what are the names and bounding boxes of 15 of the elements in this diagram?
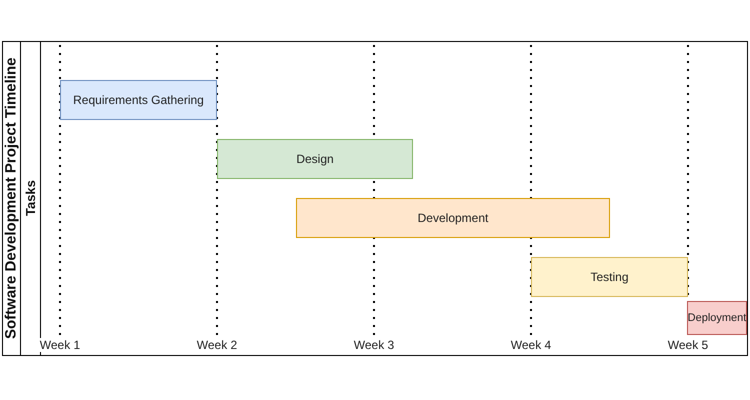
- week-label: Week 3: [354, 338, 394, 352]
- task-name: Development: [418, 211, 488, 225]
- week-label: Week 2: [196, 338, 238, 352]
- task-name: Requirements Gathering: [73, 93, 204, 107]
- task-bar: [296, 198, 610, 238]
- task-name: Design: [296, 152, 334, 166]
- week-label: Week 5: [668, 338, 708, 352]
- chart-title: Software Development Project Timeline: [2, 58, 20, 340]
- task-bar: [531, 257, 688, 297]
- task-bar: [60, 80, 217, 120]
- task-bar: [217, 139, 413, 179]
- week-label: Week 1: [40, 338, 80, 352]
- week-label: Week 4: [510, 338, 552, 352]
- lane-header: Tasks: [23, 180, 38, 216]
- task-name: Testing: [590, 270, 629, 284]
